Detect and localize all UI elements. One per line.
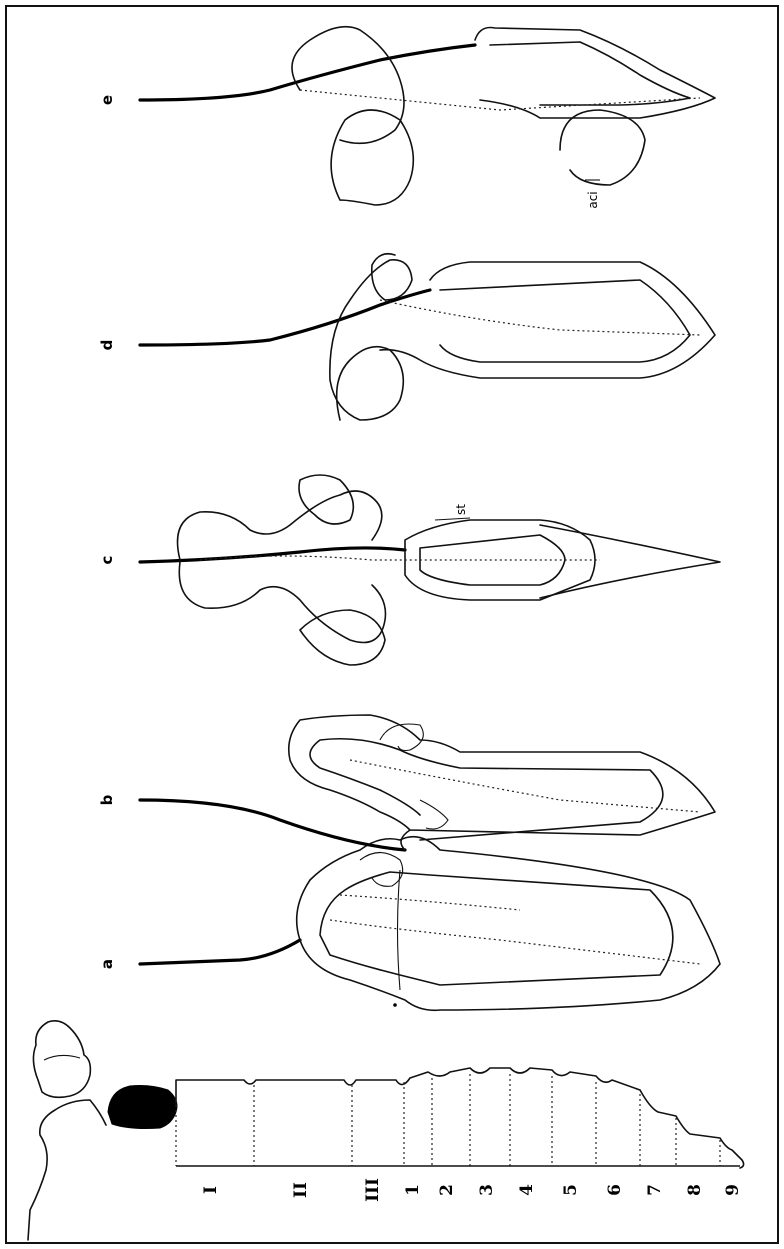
segment-label-9: 9 [723,1184,743,1196]
panel-c-coil-lower [179,562,385,643]
panel-a: a [98,837,720,1011]
panel-e-duct [140,45,475,100]
panel-c-dotted [200,556,600,560]
panel-a-dotted-1 [330,920,700,964]
panel-a-gland-outer [297,837,720,1011]
st-leader [435,518,470,520]
larva-anterior [28,1100,106,1240]
panel-d-gland-inner [440,280,690,362]
panel-label-d: d [98,340,116,351]
panel-d-gland-outer [380,262,715,378]
segment-label-1: 1 [403,1184,423,1196]
segment-label-II: II [291,1182,311,1198]
larva-dorsal-outline [176,1068,744,1168]
segment-label-I: I [201,1186,221,1194]
segment-label-4: 4 [517,1184,537,1196]
panel-label-e: e [98,95,116,105]
head-suture [44,1055,80,1060]
panel-e-coil-left [331,110,413,205]
segment-label-2: 2 [437,1184,457,1196]
panel-c-tail [540,525,720,598]
panel-b-duct [140,800,405,850]
panel-e-dotted [300,90,700,110]
panel-b-dotted [350,760,700,812]
panel-c: c st [98,475,720,665]
panel-label-b: b [98,794,116,805]
panel-e-coil-right [560,110,645,185]
segment-labels: I II III 1 2 3 4 5 6 7 8 9 [201,1178,743,1202]
larva-body [28,1021,744,1240]
panel-d-duct [140,290,430,345]
panel-b-gland-inner [310,739,663,840]
panel-e-gland-inner [490,42,690,105]
panel-b: b [98,715,715,850]
panel-label-a: a [98,959,116,969]
panel-d-coil [330,254,412,420]
segment-dividers [176,1074,720,1166]
panel-b-gland-outer [289,715,715,850]
panel-d: d [98,254,715,420]
panel-c-ring-bottom [300,610,385,665]
panel-e: e aci [98,27,715,209]
panel-d-dotted [380,300,700,335]
panel-a-dotted-2 [340,895,520,910]
aci-label: aci [586,191,600,208]
segment-label-8: 8 [685,1184,705,1196]
segment-label-6: 6 [605,1184,625,1196]
segment-label-III: III [363,1178,383,1202]
dark-gland [108,1086,177,1129]
panel-a-gland-inner [320,872,673,985]
st-label: st [454,504,468,515]
panel-a-dot [393,1003,397,1007]
segment-label-5: 5 [561,1184,581,1196]
larva-head [33,1021,90,1097]
panel-a-duct [140,940,300,964]
panel-label-c: c [98,556,116,565]
segment-label-3: 3 [477,1184,497,1196]
panel-a-loop [360,853,403,887]
segment-label-7: 7 [645,1184,665,1196]
panel-a-cross [398,870,401,990]
panel-b-loop-2 [420,800,448,829]
panel-e-coil-upper [292,27,404,144]
figure-border [6,6,778,1243]
